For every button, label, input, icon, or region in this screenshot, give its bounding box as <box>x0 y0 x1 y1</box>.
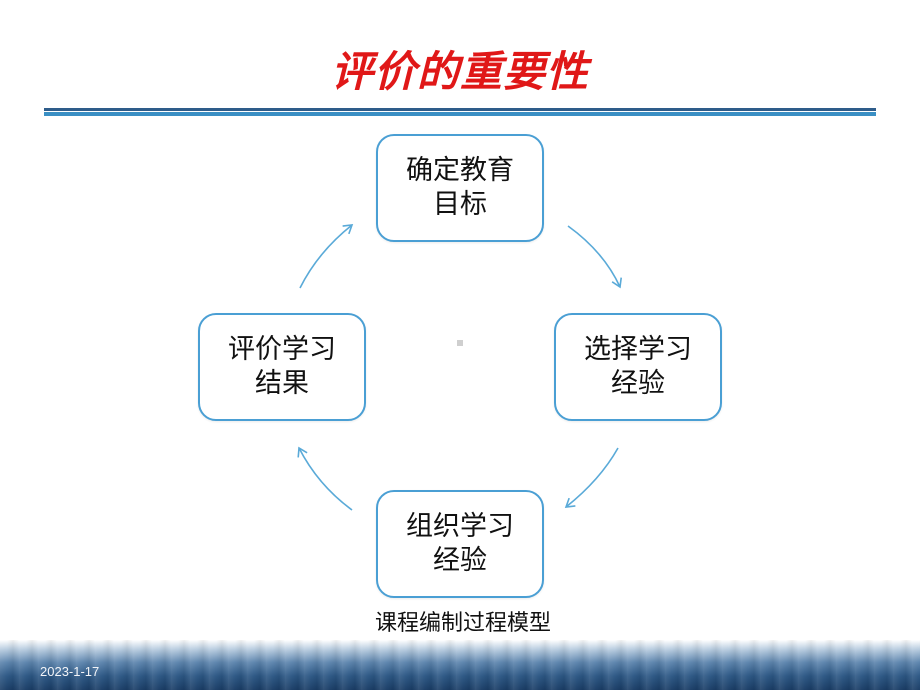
arrow-bottom-to-left <box>297 446 353 511</box>
node-label-line: 结果 <box>255 368 309 399</box>
node-evaluate-results: 评价学习 结果 <box>198 313 366 421</box>
node-select-experiences: 选择学习 经验 <box>554 313 722 421</box>
footer-ocean-band <box>0 640 920 690</box>
node-label-line: 确定教育 <box>406 155 514 186</box>
arrow-right-to-bottom <box>564 447 619 508</box>
arrow-left-to-top <box>299 224 354 289</box>
center-marker <box>457 340 463 346</box>
arrow-top-to-right <box>567 225 623 289</box>
node-label-line: 目标 <box>433 189 487 220</box>
node-label-line: 组织学习 <box>406 511 514 542</box>
slide-date: 2023-1-17 <box>40 664 100 679</box>
title-divider <box>44 108 876 111</box>
node-label-line: 选择学习 <box>584 334 692 365</box>
node-label-line: 经验 <box>611 368 665 399</box>
node-determine-goals: 确定教育 目标 <box>376 134 544 242</box>
slide-title: 评价的重要性 <box>330 47 589 96</box>
node-organize-experiences: 组织学习 经验 <box>376 490 544 598</box>
node-label-line: 经验 <box>433 545 487 576</box>
title-divider-accent <box>44 112 876 116</box>
diagram-caption: 课程编制过程模型 <box>374 611 551 636</box>
node-label-line: 评价学习 <box>228 334 336 365</box>
